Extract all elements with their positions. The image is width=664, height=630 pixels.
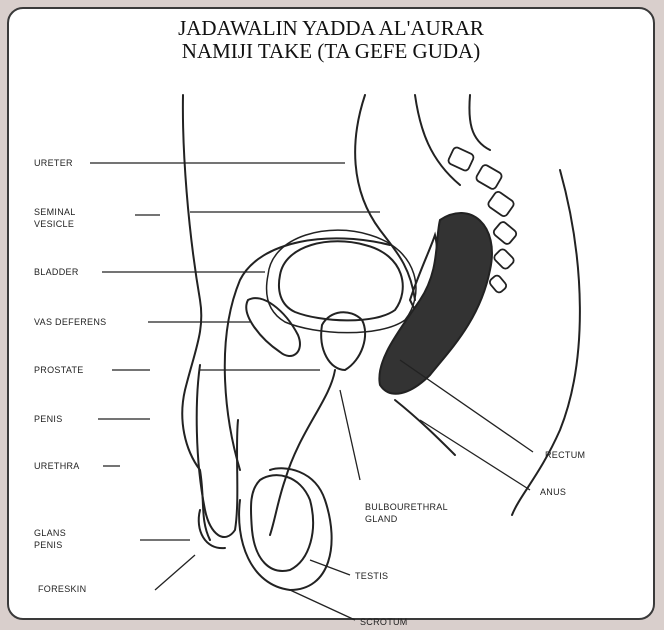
label-seminal-vesicle-2: VESICLE — [34, 219, 74, 229]
label-prostate: PROSTATE — [34, 365, 84, 375]
label-bulbourethral-1: BULBOURETHRAL — [365, 502, 448, 512]
pubic-bone — [246, 298, 300, 356]
label-testis: TESTIS — [355, 571, 388, 581]
label-ureter: URETER — [34, 158, 73, 168]
label-urethra: URETHRA — [34, 461, 80, 471]
label-scrotum: SCROTUM — [360, 617, 408, 627]
label-seminal-vesicle-1: SEMINAL — [34, 207, 76, 217]
label-bulbourethral-2: GLAND — [365, 514, 398, 524]
label-foreskin: FORESKIN — [38, 584, 86, 594]
label-rectum: RECTUM — [545, 450, 585, 460]
label-glans-penis-1: GLANS — [34, 528, 66, 538]
label-penis: PENIS — [34, 414, 63, 424]
label-vas-deferens: VAS DEFERENS — [34, 317, 106, 327]
anus-shape — [395, 400, 455, 455]
label-anus: ANUS — [540, 487, 566, 497]
vas-deferens-shape — [225, 238, 390, 470]
urethra-shape — [270, 370, 335, 535]
body-front-outline — [182, 95, 210, 540]
body-back-outline — [512, 170, 580, 515]
ureter-shape — [355, 95, 415, 300]
label-glans-penis-2: PENIS — [34, 540, 63, 550]
label-bladder: BLADDER — [34, 267, 79, 277]
bladder-shape — [279, 241, 403, 320]
